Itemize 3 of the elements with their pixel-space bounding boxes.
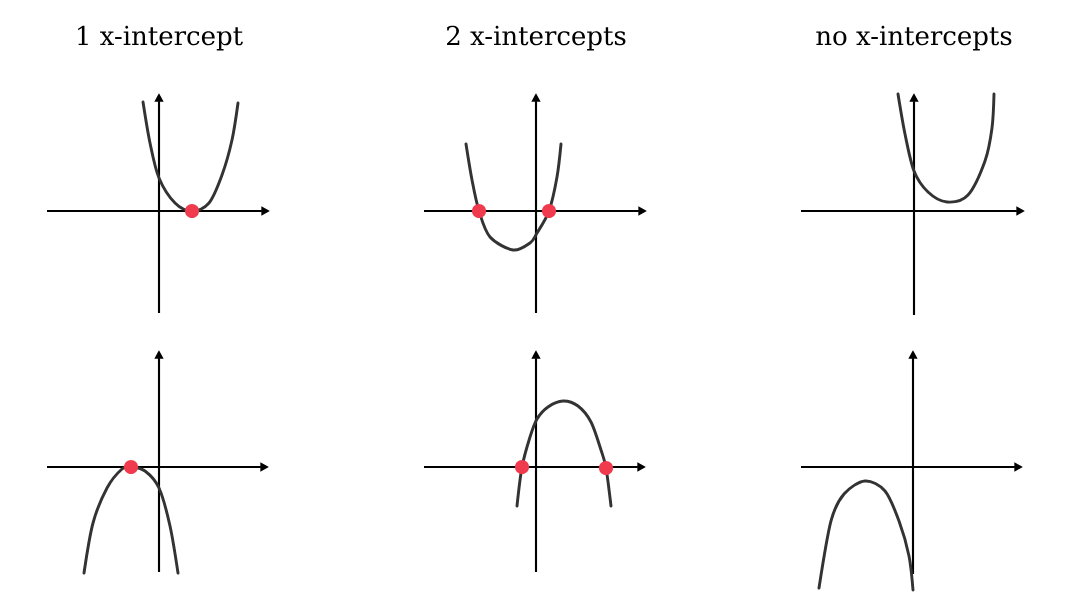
column-heading: 2 x-intercepts <box>447 25 626 51</box>
column-heading: no x-intercepts <box>816 25 1012 51</box>
column-heading: 1 x-intercept <box>78 25 243 51</box>
